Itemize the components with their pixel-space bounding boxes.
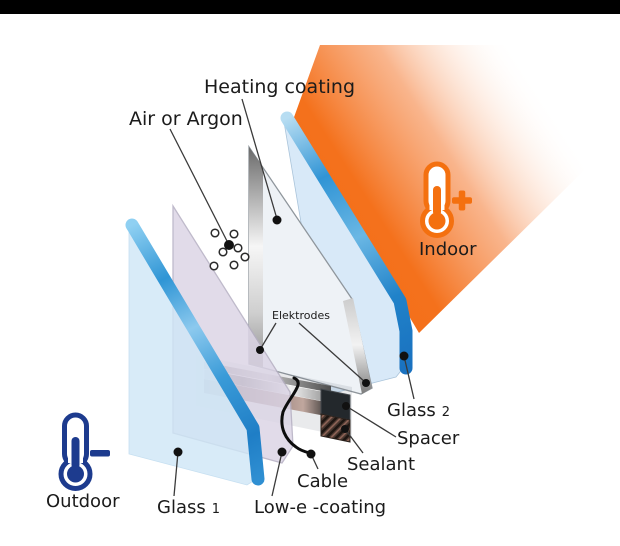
bubble: [233, 243, 243, 253]
leader-dot: [342, 402, 350, 410]
low-e-leader: [271, 451, 283, 497]
glass2-word: Glass: [387, 400, 436, 421]
glass1-word: Glass: [157, 497, 206, 518]
elektrodes-label: Elektrodes: [272, 309, 330, 322]
cable-label: Cable: [297, 471, 348, 492]
elektrode-left-leader: [260, 322, 277, 349]
air-or-argon-label: Air or Argon: [129, 108, 243, 130]
cable-curve: [280, 376, 312, 455]
leader-dot: [306, 449, 316, 459]
leader-dot: [362, 379, 370, 387]
electrode-strip-right: [343, 298, 372, 394]
glass2-edge: [280, 111, 413, 375]
leader-dot: [272, 215, 282, 225]
bubble: [218, 247, 228, 257]
bubble: [229, 229, 239, 239]
spacer-label: Spacer: [397, 428, 460, 449]
glass1-pane: [125, 218, 265, 486]
glass2-number: 2: [442, 405, 450, 420]
spacer-leader: [345, 405, 397, 438]
thermometer-cold-icon: [58, 412, 110, 491]
glass2-label: Glass 2: [387, 400, 450, 421]
leader-lines: [169, 98, 415, 497]
sealant-label: Sealant: [347, 454, 415, 475]
heating-coating-leader: [241, 98, 278, 220]
leader-dot: [173, 447, 183, 457]
leader-dot: [224, 240, 234, 250]
leader-dot: [277, 447, 287, 457]
bubble: [240, 252, 250, 262]
indoor-label: Indoor: [419, 239, 477, 260]
bubble: [210, 228, 220, 238]
gas-bubbles: [209, 228, 250, 271]
thermometer-warm-icon: [420, 161, 472, 238]
leader-dot: [399, 351, 409, 361]
letterbox-top: [0, 0, 620, 14]
cold-thermo-ball: [67, 465, 84, 483]
elektrodes-leader-lines: [256, 322, 370, 387]
heating-coating-label: Heating coating: [204, 76, 355, 98]
leader-dot: [256, 346, 264, 354]
warm-thermo-ball: [428, 212, 446, 230]
glass2-leader: [403, 355, 415, 400]
leader-dot: [341, 425, 349, 433]
sealant-block: [320, 413, 351, 443]
glass1-edge: [125, 218, 265, 486]
cold-thermo-stem: [71, 437, 80, 469]
air-argon-leader: [169, 128, 229, 244]
plus-icon: [452, 190, 472, 211]
heating-pane: [248, 144, 373, 395]
bubble: [229, 260, 239, 270]
elektrode-right-leader: [298, 322, 366, 383]
outdoor-label: Outdoor: [46, 491, 120, 512]
glass1-label: Glass 1: [157, 497, 220, 518]
glass1-number: 1: [212, 502, 220, 517]
minus-icon: [90, 450, 110, 457]
electrode-strip-left: [249, 147, 263, 367]
low-e-coating-label: Low-e -coating: [254, 497, 386, 518]
warm-thermo-stem: [433, 186, 441, 216]
plus-vertical-bar: [458, 190, 466, 211]
indoor-glow: [293, 45, 620, 333]
sealant-leader: [344, 428, 364, 454]
bubble: [209, 261, 219, 271]
labels: Heating coating Air or Argon Elektrodes …: [46, 76, 477, 518]
glass1-leader: [173, 451, 179, 497]
